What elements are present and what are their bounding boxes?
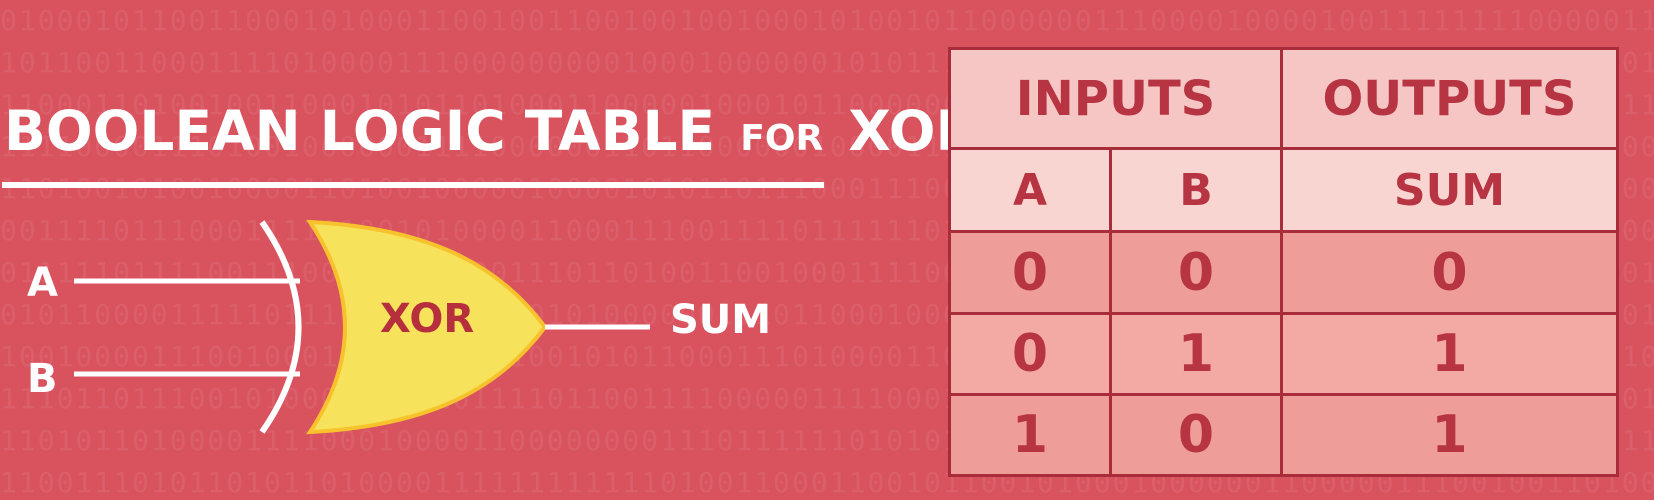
- column-header-b: B: [1109, 147, 1283, 234]
- truth-table: INPUTS OUTPUTS A B SUM 0 0 0 0 1 1 1 0 1: [948, 46, 1619, 478]
- inputs-header: INPUTS: [948, 46, 1283, 151]
- input-b-label: B: [27, 356, 58, 402]
- table-row: 1 0 1: [948, 392, 1619, 478]
- outputs-header: OUTPUTS: [1280, 46, 1619, 151]
- table-row: 0 1 1: [948, 311, 1619, 396]
- cell-sum: 1: [1280, 311, 1619, 396]
- title-main: BOOLEAN LOGIC TABLE: [4, 99, 716, 163]
- cell-b: 1: [1109, 311, 1283, 396]
- column-header-sum: SUM: [1280, 147, 1619, 234]
- header-group-row: INPUTS OUTPUTS: [948, 46, 1619, 151]
- table-row: 0 0 0: [948, 230, 1619, 315]
- column-header-row: A B SUM: [948, 147, 1619, 234]
- cell-sum: 0: [1280, 230, 1619, 315]
- cell-a: 0: [948, 230, 1112, 315]
- output-sum-label: SUM: [670, 297, 772, 343]
- xor-gate-diagram: [74, 219, 650, 435]
- column-header-a: A: [948, 147, 1112, 234]
- title-underline: [2, 182, 824, 188]
- input-a-label: A: [27, 260, 58, 306]
- xor-input-arc: [259, 220, 302, 434]
- cell-sum: 1: [1280, 392, 1619, 478]
- xor-gate-body: [306, 219, 548, 435]
- cell-a: 0: [948, 311, 1112, 396]
- title-connector: FOR: [740, 118, 824, 159]
- cell-a: 1: [948, 392, 1112, 478]
- cell-b: 0: [1109, 230, 1283, 315]
- page-title: BOOLEAN LOGIC TABLE FOR XOR: [4, 104, 978, 159]
- gate-label: XOR: [380, 296, 475, 342]
- cell-b: 0: [1109, 392, 1283, 478]
